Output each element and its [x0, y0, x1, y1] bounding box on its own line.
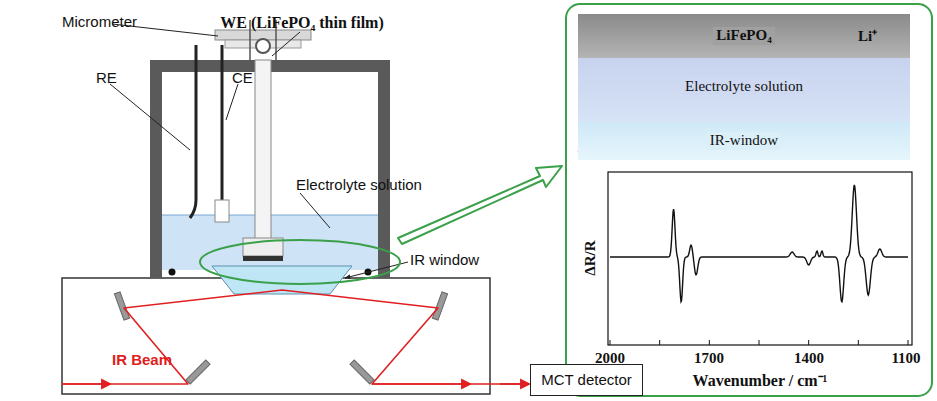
electrolyte-layer: Electrolyte solution: [578, 58, 910, 122]
cell-wall: [150, 60, 390, 278]
detector-box: MCT detector: [530, 364, 643, 396]
mirror: [114, 292, 129, 320]
axis-title: ΔR/R: [582, 240, 599, 275]
leader-line: [110, 84, 190, 150]
leader-line: [226, 84, 238, 120]
counter-electrode: [221, 45, 224, 205]
tick-label: 1100: [891, 350, 920, 367]
layer-label: IR-window: [707, 132, 781, 149]
inset-frame: [566, 4, 932, 396]
we-film: [243, 256, 283, 261]
axis-title: Wavenumber / cm⁻¹: [693, 372, 828, 390]
axis-ticks: [610, 340, 908, 345]
axis-tick: [908, 340, 909, 345]
part-label: CE: [232, 70, 253, 87]
part-label: RE: [96, 70, 117, 87]
counter-electrode: [215, 200, 229, 222]
axis-tick: [659, 340, 660, 345]
ir-beam-arrow: [500, 383, 529, 385]
optics-housing: [62, 278, 490, 394]
mirror: [350, 360, 374, 384]
plot-frame: [608, 172, 912, 345]
tick-label: 2000: [595, 350, 625, 367]
spectrum-curve: [610, 185, 908, 302]
axis-tick: [808, 340, 809, 345]
reference-electrode: [190, 45, 196, 218]
axis-tick: [858, 340, 859, 345]
micrometer-knob: [256, 39, 270, 53]
part-label: Micrometer: [62, 14, 137, 31]
window-layer: IR-window: [578, 122, 910, 160]
ir-beam-arrow: [372, 383, 470, 385]
o-ring: [169, 269, 176, 276]
axis-tick: [759, 340, 760, 345]
part-label: Electrolyte solution: [296, 177, 422, 194]
tick-label: 1700: [694, 350, 724, 367]
part-label: IR window: [410, 252, 479, 269]
axis-tick: [610, 340, 611, 345]
mirror: [186, 360, 210, 384]
zoom-arrow: [398, 166, 562, 244]
part-label: WE (LiFePO₄ thin film): [220, 14, 383, 32]
layer-label: LiFePO₄: [713, 27, 774, 44]
leader-line: [300, 193, 330, 228]
mirror: [432, 292, 447, 320]
beam-label: IR Beam: [112, 352, 172, 369]
ir-beam: [62, 290, 528, 384]
layer-label: Electrolyte solution: [682, 78, 806, 95]
layer-label: MCT detector: [538, 371, 635, 388]
we-holder: [255, 60, 271, 240]
ion-label: Li⁺: [858, 28, 877, 45]
leader-line: [272, 32, 300, 56]
ir-beam-arrow: [62, 383, 110, 385]
highlight-ellipse: [200, 240, 400, 284]
axis-tick: [709, 340, 710, 345]
tick-label: 1400: [794, 350, 824, 367]
